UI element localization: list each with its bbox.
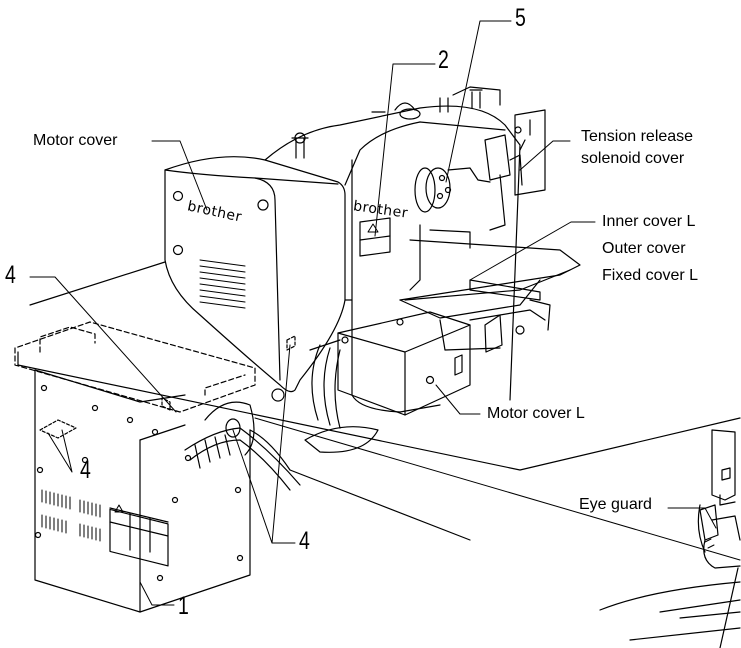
- outer-cover-label: Outer cover: [602, 240, 686, 257]
- callout-number-1: 1: [178, 592, 189, 620]
- machine-arm: [264, 86, 581, 413]
- tension-release-label: Tension release: [581, 128, 694, 145]
- table: [17, 261, 741, 561]
- callout-number-4-bottom: 4: [299, 527, 310, 555]
- eye-guard-label: Eye guard: [579, 496, 652, 513]
- motor-cover-l-shape: [304, 311, 471, 453]
- callout-number-5: 5: [515, 4, 526, 32]
- eye-guard-shape: [599, 429, 741, 648]
- motor-cover-shape: [164, 156, 346, 402]
- inner-cover-l-label: Inner cover L: [602, 213, 696, 230]
- callout-number-4-box: 4: [80, 456, 91, 484]
- solenoid-cover-label: solenoid cover: [581, 150, 685, 167]
- leader-lines: [29, 20, 717, 606]
- callout-number-4-left: 4: [5, 261, 16, 289]
- motor-cover-label: Motor cover: [33, 132, 118, 149]
- control-box: [14, 321, 301, 613]
- motor-cover-l-label: Motor cover L: [487, 405, 585, 422]
- callout-number-2: 2: [438, 46, 449, 74]
- fixed-cover-l-label: Fixed cover L: [602, 267, 699, 284]
